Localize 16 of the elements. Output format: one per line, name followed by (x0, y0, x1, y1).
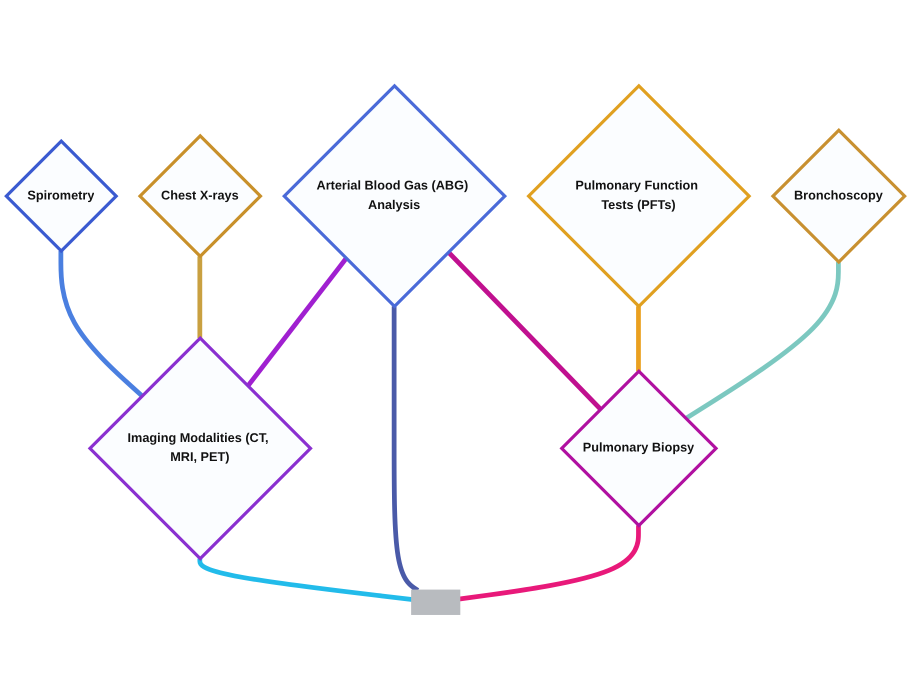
node-diamond: Spirometry (4, 138, 118, 254)
connector (446, 250, 602, 411)
node-bar (411, 590, 460, 615)
node-diamond: Pulmonary Biopsy (559, 368, 718, 528)
node-diamond: Chest X-rays (138, 134, 263, 259)
connector (636, 306, 641, 372)
connector (58, 251, 144, 398)
connector (684, 262, 841, 421)
connector (197, 256, 202, 338)
node-diamond: Imaging Modalities (CT, MRI, PET) (88, 336, 313, 561)
connector (197, 558, 412, 602)
node-diamond: Pulmonary Function Tests (PFTs) (526, 84, 752, 309)
node-diamond: Bronchoscopy (770, 128, 907, 264)
node-diamond: Arterial Blood Gas (ABG) Analysis (282, 84, 508, 309)
connector (246, 256, 348, 388)
connector (459, 526, 641, 602)
